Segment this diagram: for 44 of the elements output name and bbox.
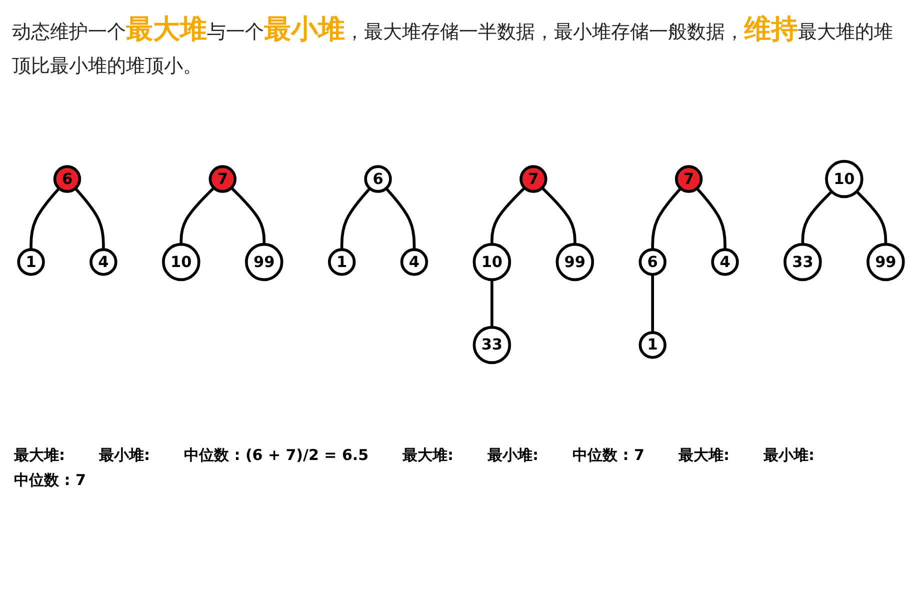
connector [74, 187, 105, 250]
heap-label: 中位数 : 7 [572, 446, 644, 465]
connector [180, 186, 215, 244]
connector [651, 274, 654, 332]
node-circle: 1 [328, 248, 356, 276]
node-circle: 99 [244, 242, 284, 281]
connector [856, 190, 888, 244]
title-text: 动态维护一个最大堆与一个最小堆，最大堆存储一半数据，最小堆存储一般数据，维持最大堆的堆顶比最小堆的堆顶小。 [11, 13, 894, 80]
heap-label: 最大堆: [402, 446, 454, 465]
connector [340, 187, 371, 250]
connector [541, 186, 576, 244]
heap-label: 中位数 : 7 [14, 470, 86, 490]
node-circle: 10 [162, 242, 200, 281]
heap-label: 中位数 : (6 + 7)/2 = 6.5 [184, 446, 369, 465]
node-circle: 7 [520, 164, 548, 192]
heap-label: 最小堆: [99, 446, 150, 465]
node-circle: 4 [400, 248, 428, 276]
node-circle: 6 [638, 248, 666, 276]
node-circle: 1 [638, 330, 666, 358]
connector [696, 187, 726, 250]
node-circle: 1 [17, 248, 45, 276]
node-circle: 33 [472, 325, 512, 364]
node-circle: 4 [90, 248, 118, 276]
node-circle: 7 [674, 164, 703, 192]
connector [490, 186, 526, 244]
node-circle: 7 [208, 164, 236, 192]
node-circle: 10 [825, 159, 864, 198]
heap-label: 最小堆: [763, 446, 814, 465]
connector [230, 186, 266, 244]
heap-label: 最大堆: [14, 446, 65, 465]
node-circle: 6 [53, 164, 82, 192]
node-circle: 33 [784, 242, 822, 281]
node-circle: 99 [866, 242, 905, 281]
connector [651, 187, 682, 250]
heap-label: 最小堆: [488, 446, 539, 465]
node-circle: 10 [472, 242, 512, 281]
node-circle: 4 [711, 248, 739, 276]
node-circle: 99 [556, 242, 594, 281]
connector [490, 279, 494, 327]
node-circle: 6 [364, 164, 392, 192]
heap-label: 最大堆: [678, 446, 730, 465]
connector [801, 190, 833, 244]
connector [30, 187, 60, 250]
connector [385, 187, 416, 250]
